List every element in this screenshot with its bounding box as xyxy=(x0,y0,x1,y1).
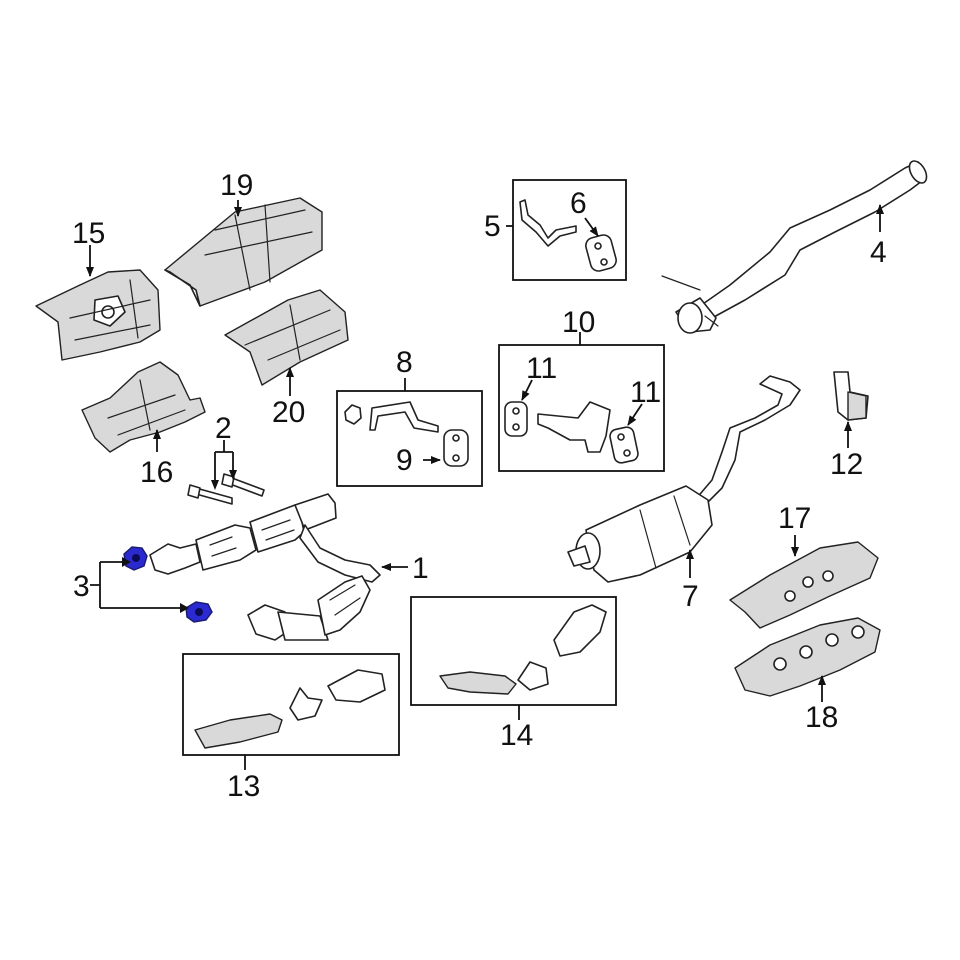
part-11-isolator-left xyxy=(504,401,528,437)
callout-10: 10 xyxy=(562,306,595,339)
callout-labels: 1 2 3 4 5 6 7 8 9 10 11 11 12 13 14 15 1… xyxy=(72,169,887,803)
part-8-group-frame xyxy=(336,390,483,487)
callout-13: 13 xyxy=(227,770,260,803)
part-1-catalytic-converter-assembly xyxy=(149,493,381,641)
part-3-nuts xyxy=(123,546,213,623)
part-4-tailpipe xyxy=(661,160,928,334)
callout-14: 14 xyxy=(500,719,533,752)
callout-11-left: 11 xyxy=(526,352,557,385)
part-2-studs xyxy=(187,473,265,505)
part-14-shield-set xyxy=(439,604,607,695)
callout-7: 7 xyxy=(682,580,699,613)
callout-5: 5 xyxy=(484,210,501,243)
part-13-group-frame xyxy=(182,653,400,756)
part-5-6-group-frame xyxy=(512,179,627,281)
part-10-hanger-bracket xyxy=(537,401,611,453)
callout-12: 12 xyxy=(830,448,863,481)
part-6-isolator xyxy=(585,234,617,272)
callout-2: 2 xyxy=(215,412,232,445)
part-19-heat-shield xyxy=(164,197,323,307)
part-16-heat-shield xyxy=(81,361,206,453)
part-13-shield-set xyxy=(194,669,386,749)
part-8-hanger-bracket xyxy=(344,401,439,433)
part-17-heat-shield xyxy=(729,541,879,629)
callout-9: 9 xyxy=(396,444,413,477)
callout-15: 15 xyxy=(72,217,105,250)
part-9-isolator xyxy=(443,429,469,467)
callout-18: 18 xyxy=(805,701,838,734)
part-7-muffler xyxy=(567,375,801,583)
callout-11-right: 11 xyxy=(630,376,661,409)
part-5-hanger-rod xyxy=(519,199,577,247)
callout-6: 6 xyxy=(570,187,587,220)
part-15-heat-shield xyxy=(35,269,161,361)
callout-20: 20 xyxy=(272,396,305,429)
part-10-group-frame xyxy=(498,344,665,472)
part-20-heat-shield xyxy=(224,289,349,386)
part-11-isolator-right xyxy=(609,426,639,464)
part-18-heat-shield xyxy=(734,617,881,697)
callout-3: 3 xyxy=(73,570,90,603)
callout-16: 16 xyxy=(140,456,173,489)
callout-17: 17 xyxy=(778,502,811,535)
part-12-bracket xyxy=(833,371,869,421)
part-14-group-frame xyxy=(410,596,617,706)
callout-19: 19 xyxy=(220,169,253,202)
callout-1: 1 xyxy=(412,552,429,585)
callout-8: 8 xyxy=(396,346,413,379)
callout-4: 4 xyxy=(870,236,887,269)
leader-lines xyxy=(86,200,884,770)
